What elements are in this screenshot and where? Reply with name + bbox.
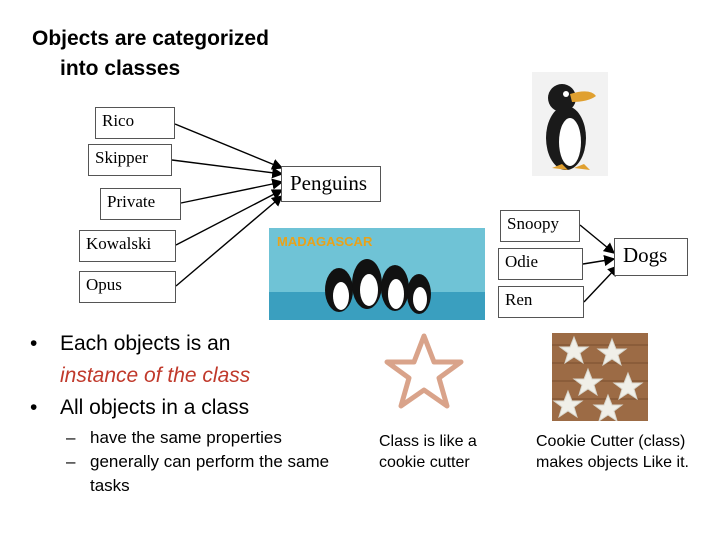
bullet-list: • Each objects is an instance of the cla… bbox=[30, 328, 330, 424]
object-snoopy: Snoopy bbox=[500, 210, 580, 242]
caption-cookies: Cookie Cutter (class) makes objects Like… bbox=[536, 433, 689, 471]
slide-title: Objects are categorized into classes bbox=[32, 24, 332, 84]
arrow-ren bbox=[583, 264, 619, 303]
bullet-dot: • bbox=[30, 396, 38, 419]
object-ren: Ren bbox=[498, 286, 584, 318]
bullet-dot: • bbox=[30, 332, 38, 355]
sub-bullet-dash: – bbox=[66, 428, 76, 447]
arrow-rico bbox=[174, 123, 284, 170]
class-penguins: Penguins bbox=[281, 166, 381, 202]
title-line-2: into classes bbox=[60, 57, 181, 80]
madagascar-penguins-poster-icon: MADAGASCAR bbox=[269, 228, 485, 320]
sub-bullet-dash: – bbox=[66, 452, 76, 471]
arrow-private bbox=[180, 178, 284, 204]
bullet-instance-emphasis: instance of the class bbox=[60, 364, 251, 387]
sub-bullet-tasks-text: generally can perform the same tasks bbox=[90, 452, 330, 495]
svg-text:MADAGASCAR: MADAGASCAR bbox=[277, 234, 373, 249]
bullet-instance-text: Each objects is an bbox=[60, 332, 231, 355]
arrow-skipper bbox=[171, 159, 284, 179]
sub-bullet-list: – have the same properties – generally c… bbox=[66, 426, 336, 498]
title-line-1: Objects are categorized bbox=[32, 27, 269, 50]
object-opus: Opus bbox=[79, 271, 176, 303]
bullet-instance: • Each objects is an instance of the cla… bbox=[30, 328, 330, 392]
arrow-snoopy bbox=[579, 224, 616, 254]
caption-cookie-cutter: Class is like a cookie cutter bbox=[379, 433, 477, 471]
class-dogs: Dogs bbox=[614, 238, 688, 276]
object-skipper: Skipper bbox=[88, 144, 172, 176]
arrow-odie bbox=[582, 255, 616, 267]
penguin-cartoon-icon bbox=[532, 72, 608, 176]
bullet-all-objects: • All objects in a class bbox=[30, 392, 330, 424]
star-cookies-icon bbox=[552, 333, 648, 421]
object-private: Private bbox=[100, 188, 181, 220]
star-cookie-cutter-icon bbox=[381, 330, 467, 412]
arrow-opus bbox=[175, 195, 284, 287]
object-kowalski: Kowalski bbox=[79, 230, 176, 262]
object-rico: Rico bbox=[95, 107, 175, 139]
sub-bullet-properties-text: have the same properties bbox=[90, 428, 282, 447]
arrow-kowalski bbox=[175, 189, 284, 246]
sub-bullet-properties: – have the same properties bbox=[66, 426, 336, 450]
bullet-all-objects-text: All objects in a class bbox=[60, 396, 250, 419]
object-odie: Odie bbox=[498, 248, 583, 280]
sub-bullet-tasks: – generally can perform the same tasks bbox=[66, 450, 336, 498]
